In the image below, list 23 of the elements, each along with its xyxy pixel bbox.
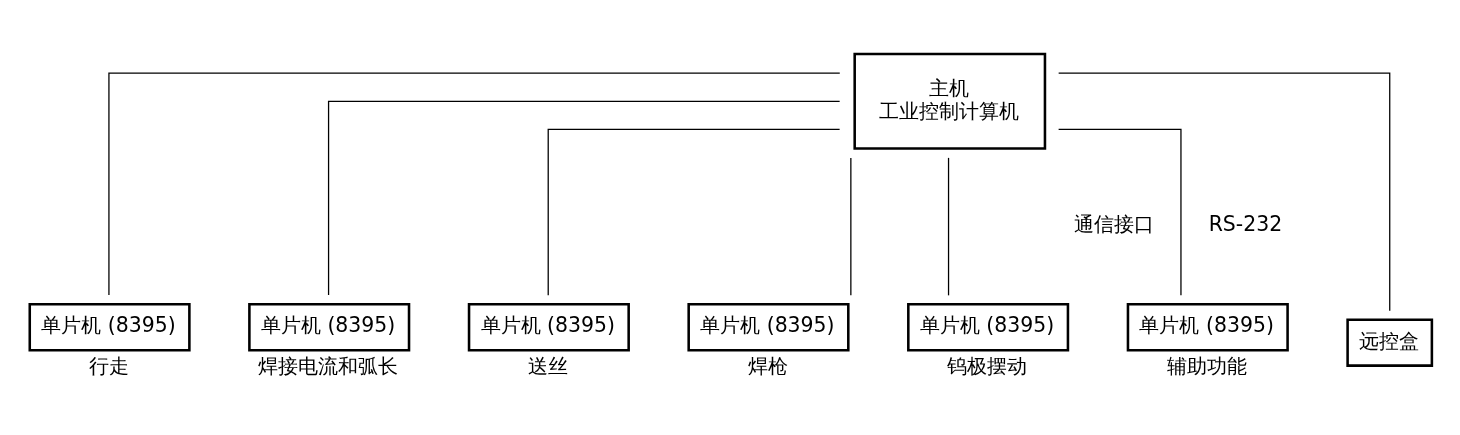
- node-label: 焊枪: [747, 354, 788, 379]
- node-label: 钨极摆动: [946, 354, 1027, 379]
- connector: [947, 157, 949, 296]
- node-box: 单片机 (8395): [28, 303, 191, 352]
- label: RS-232: [1208, 212, 1282, 237]
- node-box: 单片机 (8395): [1126, 303, 1289, 352]
- connector: [547, 128, 840, 296]
- connector: [1057, 72, 1390, 312]
- connector: [107, 72, 840, 296]
- node-label: 行走: [88, 354, 129, 379]
- node-label: 送丝: [527, 354, 568, 379]
- node-box: 主机 工业控制计算机: [852, 52, 1046, 150]
- connector: [849, 157, 851, 296]
- node-box: 单片机 (8395): [686, 303, 850, 352]
- node-box: 单片机 (8395): [247, 303, 410, 352]
- connector: [327, 100, 840, 296]
- node-box: 单片机 (8395): [906, 303, 1069, 352]
- label: 通信接口: [1073, 212, 1154, 237]
- connector: [1057, 128, 1182, 296]
- node-label: 辅助功能: [1166, 354, 1247, 379]
- node-box: 远控盒: [1345, 318, 1433, 367]
- node-box: 单片机 (8395): [467, 303, 630, 352]
- node-label: 焊接电流和弧长: [257, 354, 398, 379]
